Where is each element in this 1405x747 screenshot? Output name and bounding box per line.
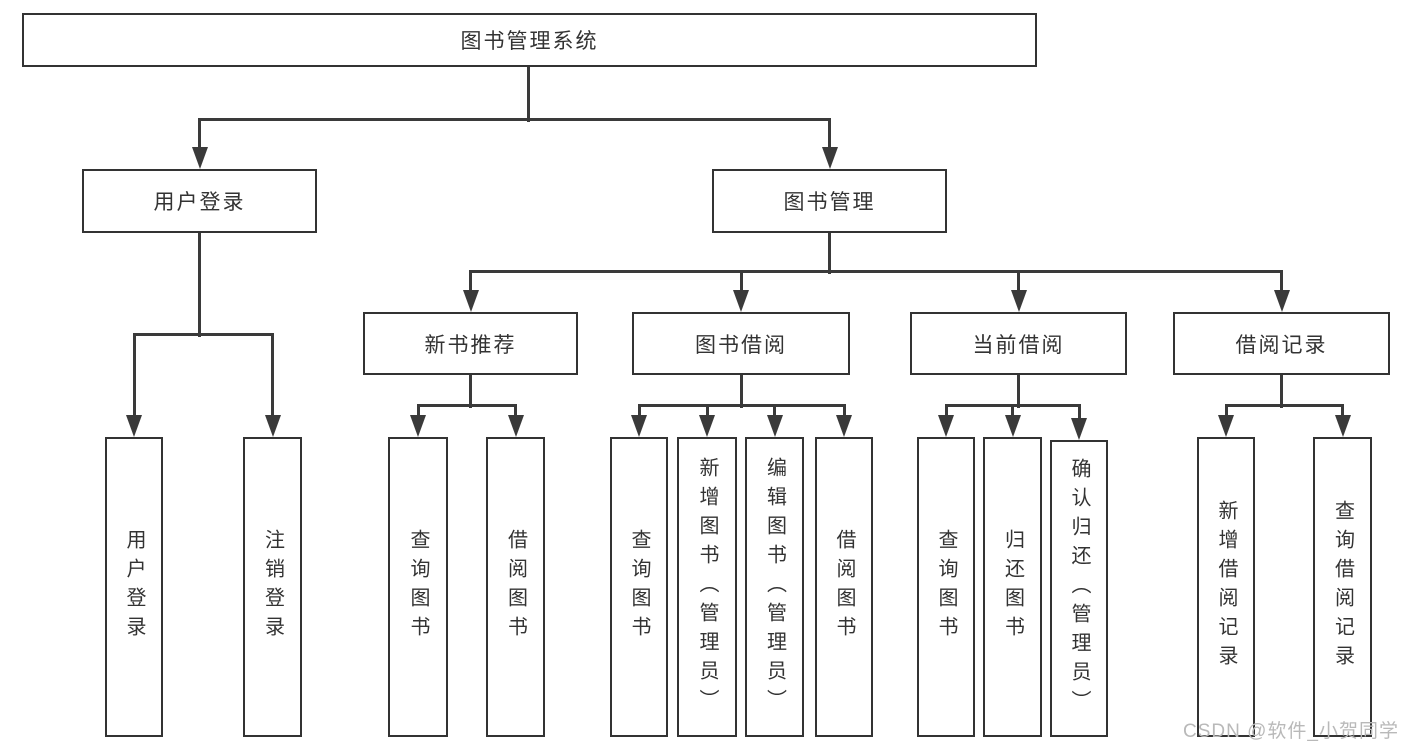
node-logout-label: 注销登录 <box>261 529 284 645</box>
connector-line <box>416 403 517 407</box>
connector-line <box>132 332 274 336</box>
node-borrow-books: 借阅图书 <box>815 437 873 737</box>
connector-line <box>1011 405 1014 419</box>
arrowhead-down-icon <box>766 415 783 437</box>
node-login-label: 用户登录 <box>123 529 145 645</box>
connector-line <box>773 405 776 419</box>
connector-line <box>469 271 472 294</box>
connector-line <box>469 375 472 408</box>
connector-line <box>1280 271 1283 294</box>
connector-line <box>944 405 948 419</box>
node-query-books-rec-label: 查询图书 <box>407 529 429 645</box>
node-add-borrow-record-label: 新增借阅记录 <box>1215 500 1237 674</box>
node-user-login-label: 用户登录 <box>153 191 246 214</box>
node-query-books-current: 查询图书 <box>917 437 975 737</box>
node-query-books-rec: 查询图书 <box>388 437 448 737</box>
connector-line <box>198 117 831 121</box>
arrowhead-down-icon <box>1273 290 1290 312</box>
connector-line <box>842 405 846 419</box>
connector-line <box>1224 405 1228 419</box>
connector-line <box>705 405 709 419</box>
node-add-borrow-record: 新增借阅记录 <box>1197 437 1255 737</box>
arrowhead-down-icon <box>1071 418 1087 440</box>
node-root: 图书管理系统 <box>22 13 1037 67</box>
arrowhead-down-icon <box>699 415 715 437</box>
connector-line <box>1341 405 1344 419</box>
arrowhead-down-icon <box>1218 415 1234 437</box>
node-book-borrow: 图书借阅 <box>632 312 850 375</box>
node-borrow-books-label: 借阅图书 <box>833 529 855 645</box>
arrowhead-down-icon <box>264 415 281 437</box>
node-borrow-books-rec: 借阅图书 <box>486 437 545 737</box>
node-book-mgmt: 图书管理 <box>712 169 947 233</box>
connector-line <box>1077 405 1081 419</box>
node-login: 用户登录 <box>105 437 163 737</box>
arrowhead-down-icon <box>733 290 749 312</box>
node-confirm-return-admin: 确认归还（管理员） <box>1050 440 1108 737</box>
arrowhead-down-icon <box>821 147 838 169</box>
arrowhead-down-icon <box>631 415 647 437</box>
connector-line <box>1224 403 1344 407</box>
connector-line <box>828 233 831 274</box>
node-query-books-borrow: 查询图书 <box>610 437 668 737</box>
connector-line <box>739 375 743 408</box>
node-borrow-records: 借阅记录 <box>1173 312 1390 375</box>
node-query-books-current-label: 查询图书 <box>935 529 957 645</box>
connector-line <box>944 403 1081 407</box>
connector-line <box>198 233 201 337</box>
connector-line <box>271 334 274 419</box>
node-logout: 注销登录 <box>243 437 302 737</box>
node-borrow-records-label: 借阅记录 <box>1235 333 1328 357</box>
connector-line <box>1017 271 1020 294</box>
connector-line <box>637 403 846 407</box>
arrowhead-down-icon <box>1004 415 1021 437</box>
node-add-books-admin: 新增图书（管理员） <box>677 437 737 737</box>
connector-line <box>828 119 831 151</box>
connector-line <box>198 119 201 151</box>
node-borrow-books-rec-label: 借阅图书 <box>504 529 527 645</box>
node-confirm-return-admin-label: 确认归还（管理员） <box>1068 458 1090 719</box>
node-query-borrow-record: 查询借阅记录 <box>1313 437 1372 737</box>
node-new-book-rec: 新书推荐 <box>363 312 578 375</box>
node-return-books: 归还图书 <box>983 437 1042 737</box>
node-add-books-admin-label: 新增图书（管理员） <box>696 456 718 718</box>
arrowhead-down-icon <box>1334 415 1351 437</box>
connector-line <box>132 334 136 419</box>
arrowhead-down-icon <box>191 147 208 169</box>
node-book-borrow-label: 图书借阅 <box>695 333 787 357</box>
node-root-label: 图书管理系统 <box>460 30 599 53</box>
connector-line <box>1280 375 1283 408</box>
arrowhead-down-icon <box>938 415 954 437</box>
watermark: CSDN @软件_小贺同学 <box>1183 721 1399 742</box>
connector-line <box>526 67 530 122</box>
node-edit-books-admin-label: 编辑图书（管理员） <box>763 456 786 718</box>
connector-line <box>416 405 420 419</box>
node-return-books-label: 归还图书 <box>1001 529 1024 645</box>
arrowhead-down-icon <box>1010 290 1027 312</box>
node-edit-books-admin: 编辑图书（管理员） <box>745 437 804 737</box>
node-new-book-rec-label: 新书推荐 <box>424 333 517 357</box>
connector-line <box>637 405 641 419</box>
arrowhead-down-icon <box>507 415 524 437</box>
arrowhead-down-icon <box>410 415 426 437</box>
node-current-borrow: 当前借阅 <box>910 312 1127 375</box>
connector-line <box>469 269 1283 273</box>
arrowhead-down-icon <box>836 415 852 437</box>
connector-line <box>1017 375 1020 408</box>
node-book-mgmt-label: 图书管理 <box>783 191 876 214</box>
node-query-borrow-record-label: 查询借阅记录 <box>1331 500 1354 674</box>
node-query-books-borrow-label: 查询图书 <box>628 529 650 645</box>
node-user-login: 用户登录 <box>82 169 317 233</box>
connector-line <box>514 405 517 419</box>
node-current-borrow-label: 当前借阅 <box>972 333 1065 357</box>
arrowhead-down-icon <box>462 290 479 312</box>
arrowhead-down-icon <box>126 415 142 437</box>
connector-line <box>739 271 743 294</box>
